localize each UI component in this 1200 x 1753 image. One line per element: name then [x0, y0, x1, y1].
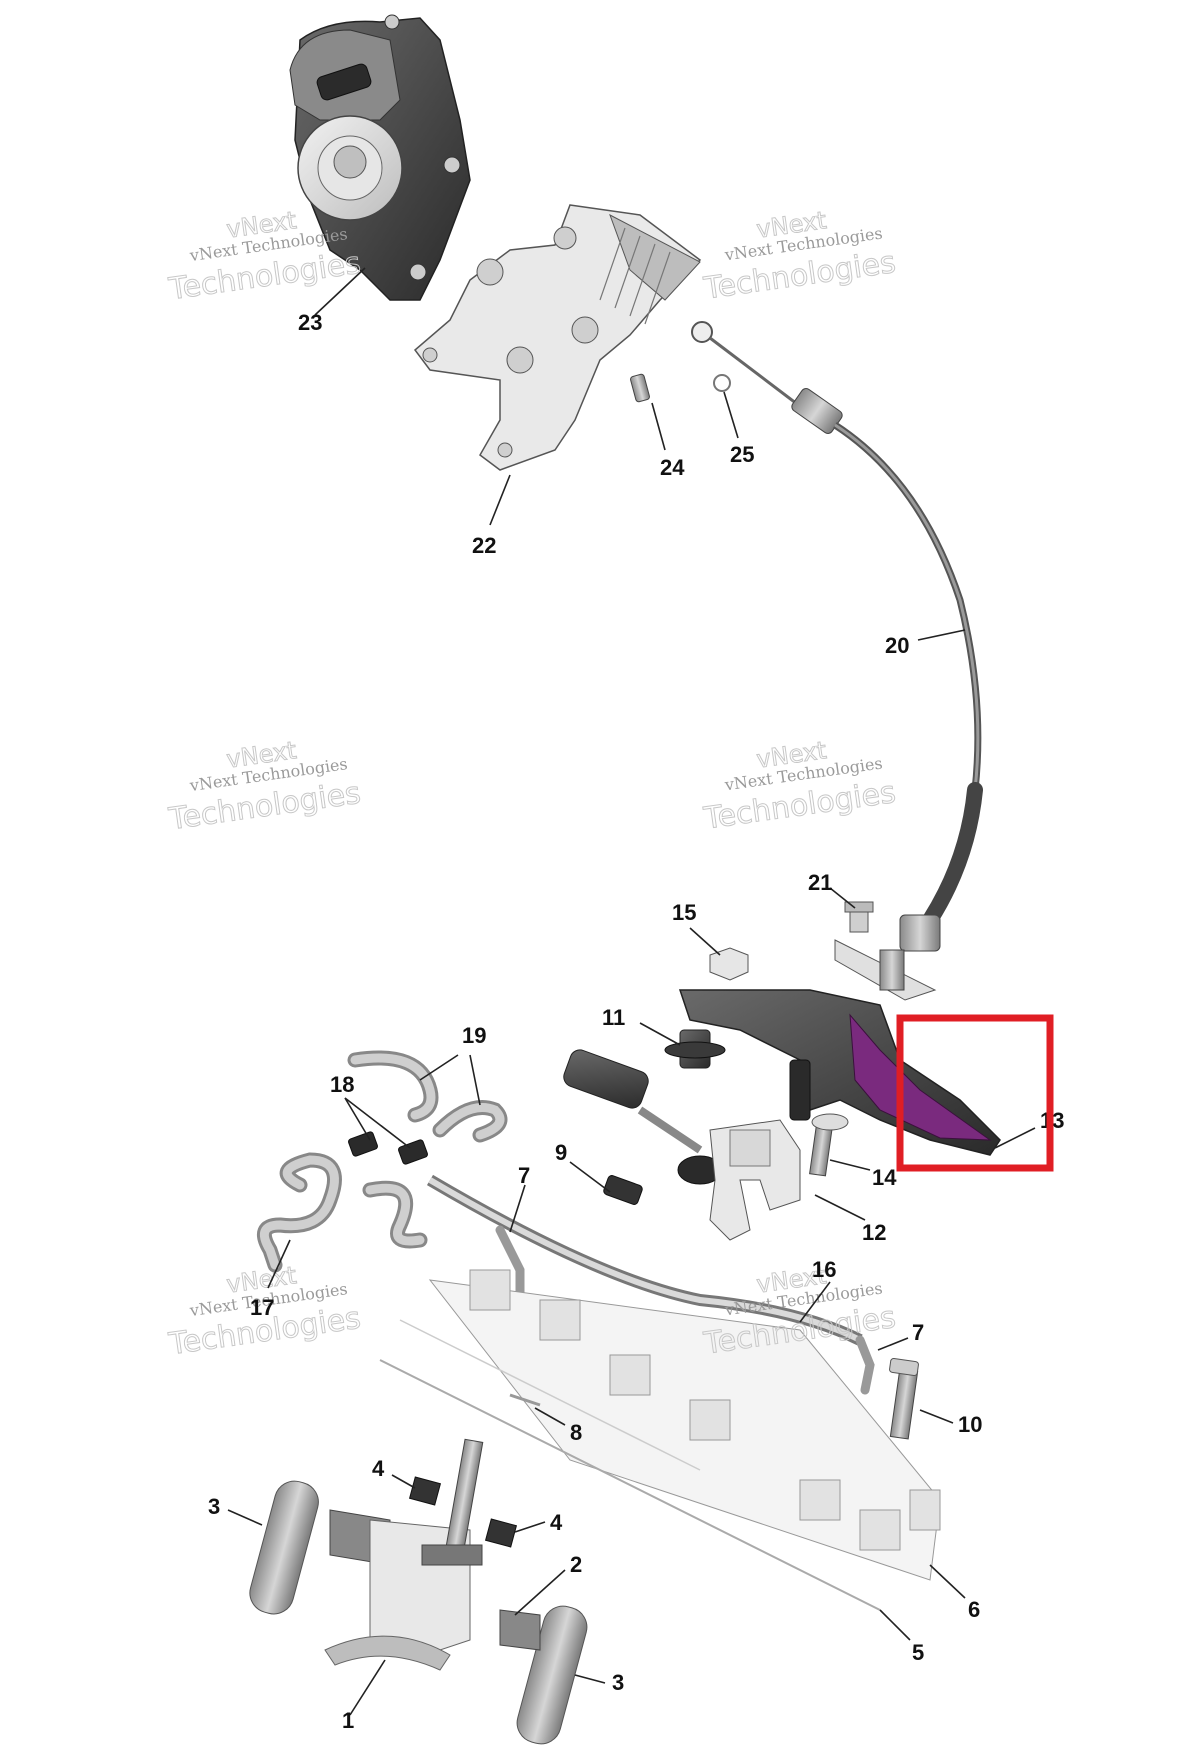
part-4-springs [408, 1476, 518, 1548]
part-20-shift-cable [691, 321, 983, 952]
part-14-bolt [809, 1113, 849, 1177]
part-22-mounting-bracket [413, 204, 702, 471]
part-6-housing [428, 1269, 941, 1581]
part-3-shaft-right [516, 1605, 588, 1745]
callout-12: 12 [862, 1220, 886, 1245]
callout-3-left: 3 [208, 1494, 220, 1519]
part-7-fittings [495, 1225, 875, 1395]
leader-lines [227, 267, 1036, 1716]
callout-7-left: 7 [518, 1163, 530, 1188]
watermark-top-right: vNext vNext Technologies Technologies [701, 206, 899, 307]
part-19-hoses [347, 1050, 508, 1143]
callout-16: 16 [812, 1257, 836, 1282]
callout-4-left: 4 [372, 1456, 385, 1481]
part-18-check-valves [348, 1131, 428, 1165]
callout-21: 21 [808, 870, 832, 895]
part-9-speed-sensor [563, 1049, 723, 1205]
part-12-sensor-bracket [709, 1119, 801, 1241]
callout-18: 18 [330, 1072, 354, 1097]
callout-2: 2 [570, 1552, 582, 1577]
callout-14: 14 [872, 1165, 897, 1190]
callout-labels: 1 2 3 3 4 4 5 6 7 7 8 9 10 11 12 13 14 1… [208, 310, 1064, 1733]
part-8-pin [509, 1393, 541, 1407]
part-13-shift-lever [678, 989, 1001, 1156]
callout-23: 23 [298, 310, 322, 335]
part-15-nut [709, 947, 749, 981]
callout-24: 24 [660, 455, 685, 480]
callout-17: 17 [250, 1295, 274, 1320]
part-21-bolt [834, 901, 937, 1001]
callout-6: 6 [968, 1597, 980, 1622]
watermark-bottom-right: vNext vNext Technologies Technologies [701, 1261, 899, 1362]
callout-1: 1 [342, 1708, 354, 1733]
callout-4-right: 4 [550, 1510, 563, 1535]
callout-19: 19 [462, 1023, 486, 1048]
callout-5: 5 [912, 1640, 924, 1665]
part-17-hose-assembly [256, 1152, 428, 1273]
callout-3-right: 3 [612, 1670, 624, 1695]
part-11-grommet [664, 1029, 726, 1069]
part-10-bolt [889, 1358, 919, 1440]
callout-7-right: 7 [912, 1320, 924, 1345]
callout-8: 8 [570, 1420, 582, 1445]
callout-20: 20 [885, 633, 909, 658]
watermark-mid-right: vNext vNext Technologies Technologies [701, 736, 899, 837]
callout-15: 15 [672, 900, 696, 925]
part-5-shift-rail [379, 1319, 881, 1611]
part-3-shaft-left [249, 1480, 319, 1615]
part-2-shift-fork [329, 1438, 541, 1651]
highlight-box-part-13 [896, 1014, 1054, 1172]
part-24-stud [630, 373, 650, 403]
callout-11: 11 [602, 1005, 625, 1030]
callout-22: 22 [472, 533, 496, 558]
part-23-shift-actuator [289, 14, 471, 301]
callout-10: 10 [958, 1412, 982, 1437]
part-25-ring [713, 374, 731, 392]
part-16-breather-tube [426, 1174, 863, 1346]
watermark-mid-left: vNext vNext Technologies Technologies [166, 736, 364, 838]
callout-9: 9 [555, 1140, 567, 1165]
callout-25: 25 [730, 442, 754, 467]
part-1-fork-pad [324, 1635, 451, 1671]
